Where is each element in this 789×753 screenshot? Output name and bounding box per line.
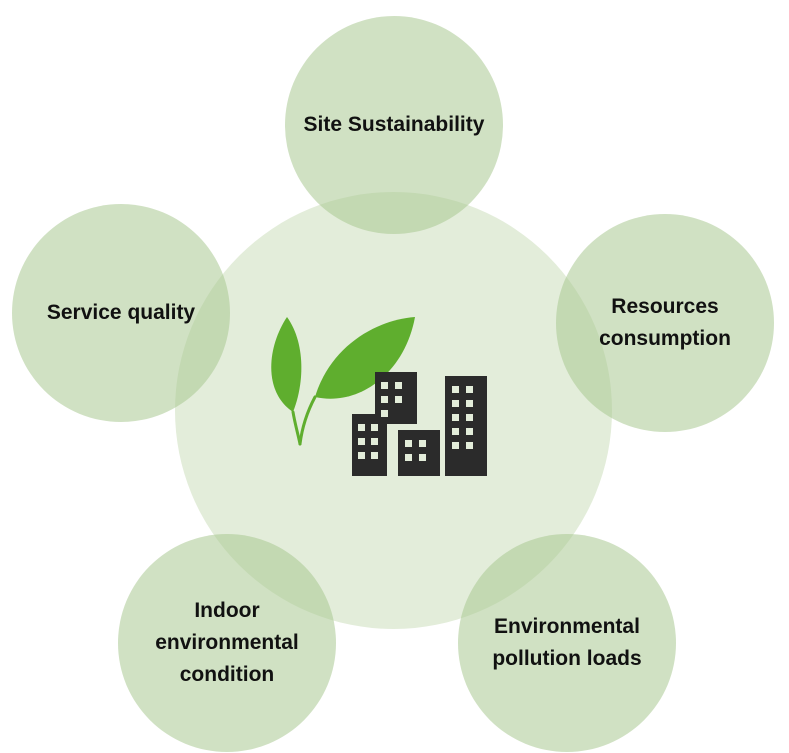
node-indoor-environmental-condition: Indoor environmental condition [118,534,336,752]
leaf-icon [271,317,415,412]
node-label: Site Sustainability [303,113,485,136]
node-label: Service quality [46,301,196,324]
node-environmental-pollution-loads: Environmental pollution loads [458,534,676,752]
node-service-quality: Service quality [12,204,230,422]
node-resources-consumption: Resources consumption [556,214,774,432]
green-building-icon [265,312,495,482]
node-label: Indoor environmental condition [155,599,299,686]
node-site-sustainability: Site Sustainability [285,16,503,234]
node-label: Environmental pollution loads [492,615,642,670]
node-label: Resources consumption [599,295,731,350]
